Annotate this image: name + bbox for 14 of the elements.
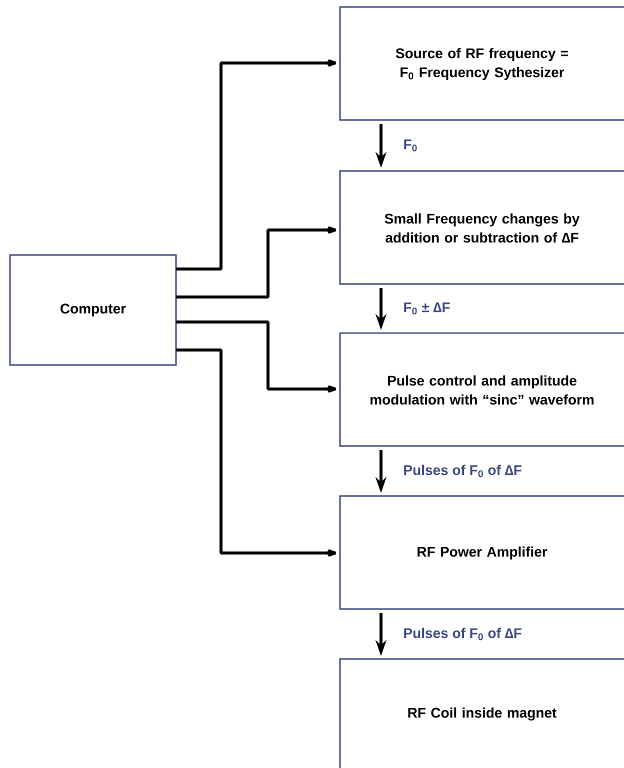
process-box: RF Power Amplifier	[339, 495, 624, 610]
edge-label: F$_{0}$ ± ∆F	[402, 302, 452, 316]
process-box: Computer	[9, 254, 177, 366]
process-box: Pulse control and amplitude modulation with “sinc” waveform	[339, 332, 624, 447]
process-box: Source of RF frequency = F$_{0}$ Frequency Sythesizer	[339, 6, 624, 121]
connector-arrow	[176, 320, 337, 393]
process-box: RF Coil inside magnet	[339, 658, 624, 768]
connector-arrow	[176, 348, 337, 557]
edge-label: F$_{0}$	[402, 138, 419, 152]
edge-label: Pulses of F$_{0}$ of ∆F	[402, 626, 523, 642]
process-box: Small Frequency changes by addition or subtraction of ∆F	[339, 170, 624, 285]
edge-label: Pulses of F$_{0}$ of ∆F	[402, 464, 523, 478]
connector-arrow	[176, 226, 337, 298]
connector-arrow	[176, 59, 337, 270]
